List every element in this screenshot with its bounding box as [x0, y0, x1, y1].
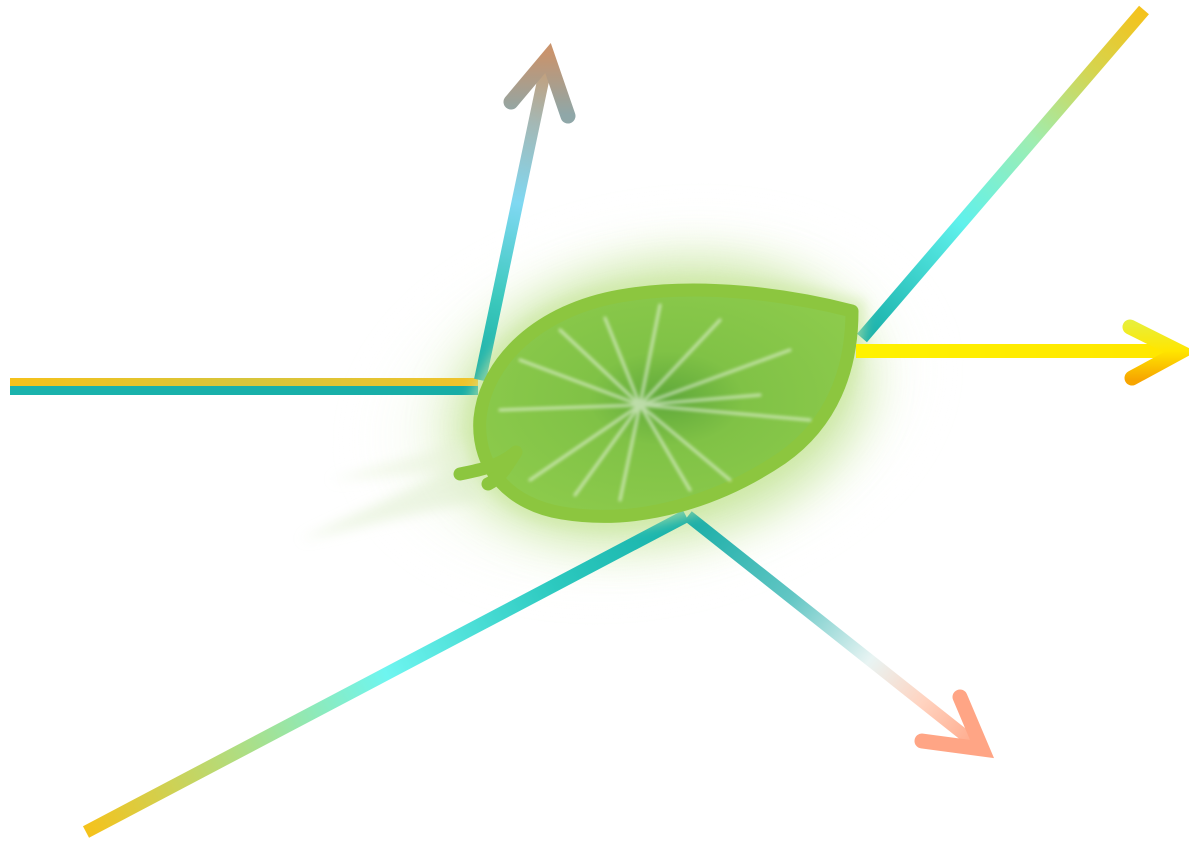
incoming-ray-left — [10, 378, 478, 395]
incoming-ray-bottom-left — [86, 516, 686, 832]
incoming-ray-top-right — [862, 10, 1144, 338]
outgoing-arrow-down-right — [688, 516, 982, 749]
